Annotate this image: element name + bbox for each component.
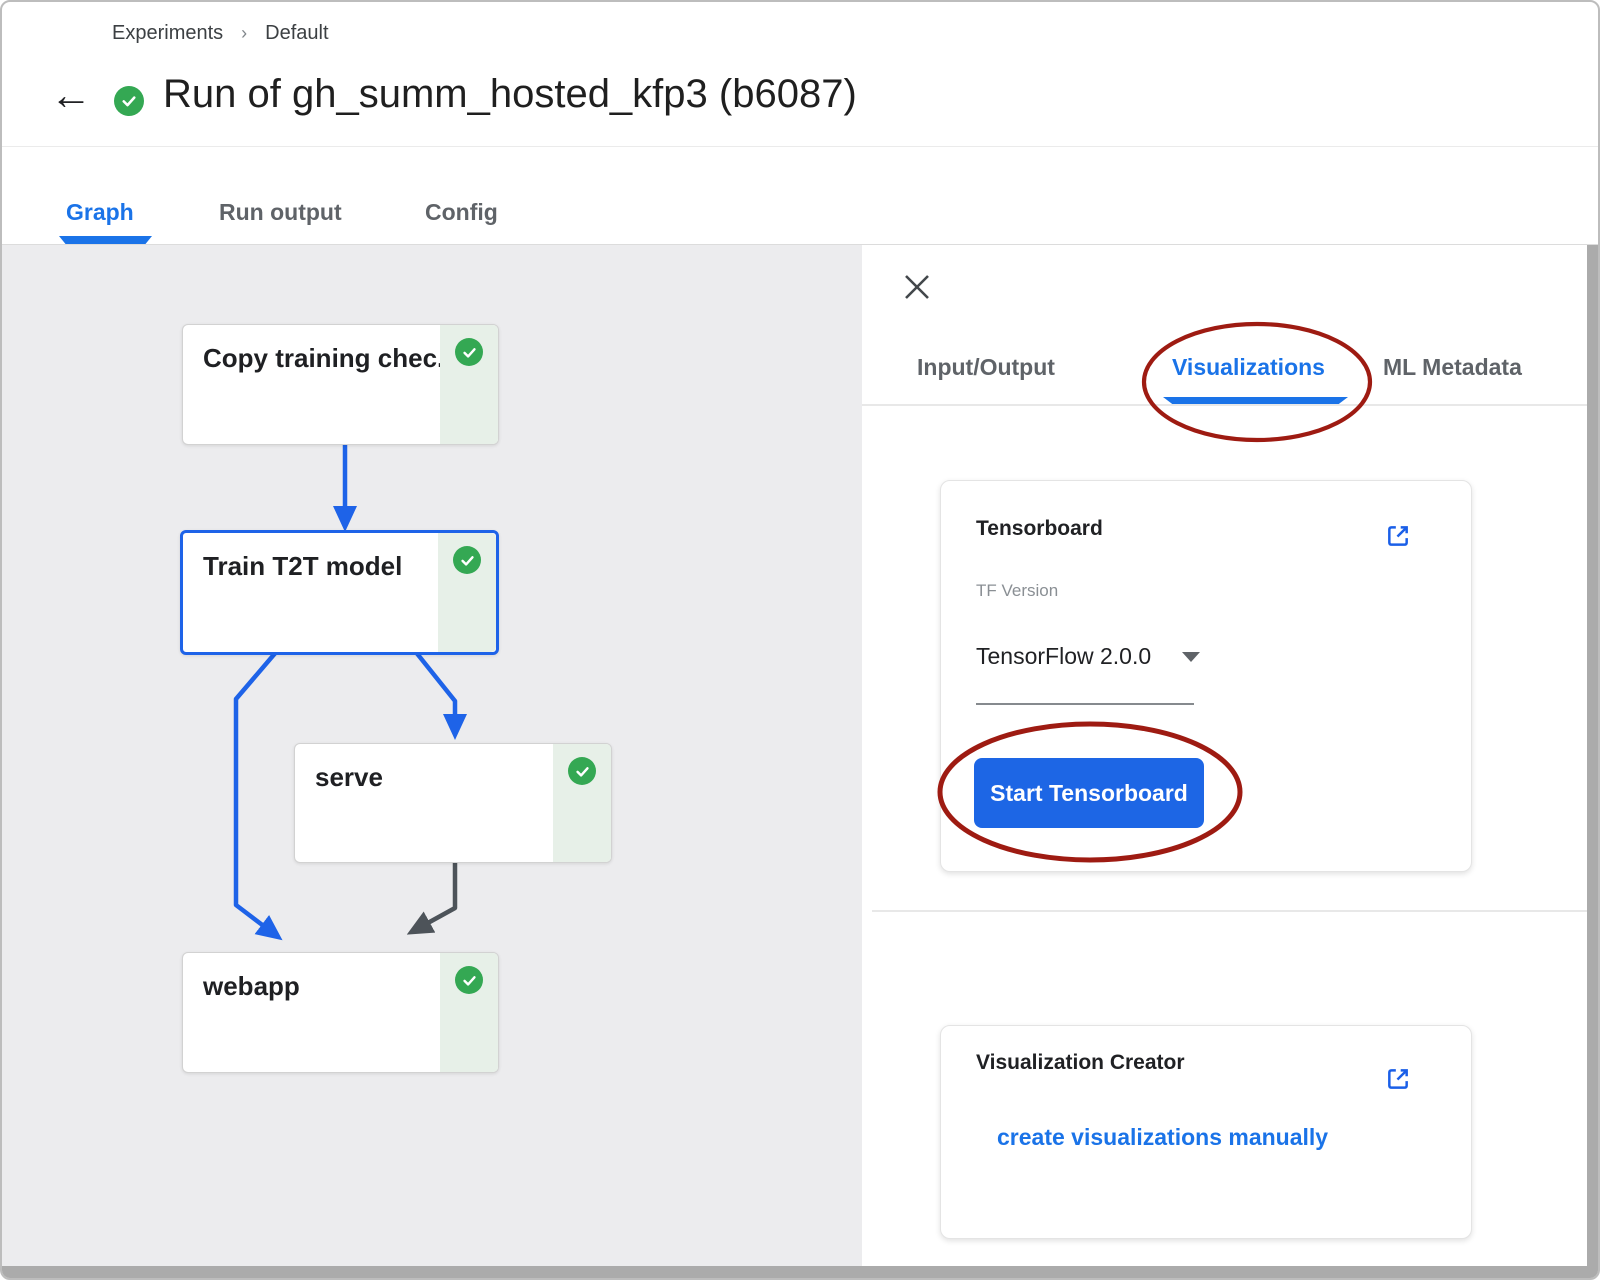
tf-version-value: TensorFlow 2.0.0: [976, 643, 1152, 669]
tabbar-divider: [2, 244, 1598, 245]
node-label: Train T2T model: [203, 551, 403, 581]
breadcrumb-chevron-icon: ›: [241, 23, 248, 43]
graph-node-serve[interactable]: serve: [294, 743, 612, 863]
breadcrumb-experiments[interactable]: Experiments: [112, 22, 224, 44]
open-in-new-icon[interactable]: [1385, 1066, 1411, 1092]
cards-divider: [872, 910, 1587, 912]
node-label: webapp: [203, 971, 300, 1001]
create-visualizations-link[interactable]: create visualizations manually: [997, 1124, 1329, 1150]
panel-tab-visualizations[interactable]: Visualizations: [1172, 354, 1325, 380]
select-underline: [976, 703, 1194, 705]
tab-run-output[interactable]: Run output: [219, 199, 342, 225]
breadcrumb: Experiments › Default: [112, 22, 329, 45]
back-arrow-icon[interactable]: ←: [50, 71, 92, 118]
start-tensorboard-button[interactable]: Start Tensorboard: [974, 758, 1204, 828]
tf-version-select[interactable]: TensorFlow 2.0.0: [976, 643, 1200, 670]
success-check-icon: [568, 757, 596, 785]
graph-node-webapp[interactable]: webapp: [182, 952, 499, 1073]
node-status-strip: [553, 744, 611, 862]
active-panel-tab-underline: [1163, 397, 1348, 404]
success-check-icon: [455, 338, 483, 366]
run-status-success-icon: [114, 86, 144, 116]
active-tab-underline: [59, 236, 152, 244]
node-label: serve: [315, 762, 383, 792]
tab-graph[interactable]: Graph: [66, 199, 134, 225]
open-in-new-icon[interactable]: [1385, 523, 1411, 549]
panel-tab-ml-metadata[interactable]: ML Metadata: [1383, 354, 1522, 380]
close-icon[interactable]: [902, 272, 932, 302]
tensorboard-card-title: Tensorboard: [976, 517, 1103, 540]
tensorboard-card: Tensorboard TF Version TensorFlow 2.0.0 …: [940, 480, 1472, 872]
success-check-icon: [455, 966, 483, 994]
visualization-creator-title: Visualization Creator: [976, 1051, 1185, 1074]
node-label: Copy training chec...: [203, 343, 459, 373]
node-status-strip: [440, 325, 498, 444]
success-check-icon: [453, 546, 481, 574]
node-status-strip: [440, 953, 498, 1072]
tf-version-label: TF Version: [976, 581, 1059, 600]
page-title: Run of gh_summ_hosted_kfp3 (b6087): [163, 72, 857, 116]
dropdown-caret-icon: [1182, 652, 1200, 662]
breadcrumb-default[interactable]: Default: [265, 22, 329, 44]
panel-tabs-divider: [862, 404, 1587, 406]
panel-tab-input-output[interactable]: Input/Output: [917, 354, 1055, 380]
graph-node-train-t2t-model[interactable]: Train T2T model: [180, 530, 499, 655]
check-icon: [122, 96, 136, 107]
vertical-scrollbar[interactable]: [1587, 245, 1598, 1266]
graph-node-copy-training-checkpoint[interactable]: Copy training chec...: [182, 324, 499, 445]
node-status-strip: [438, 533, 496, 652]
horizontal-scrollbar[interactable]: [2, 1266, 1598, 1278]
visualization-creator-card: Visualization Creator create visualizati…: [940, 1025, 1472, 1239]
tab-config[interactable]: Config: [425, 199, 498, 225]
header-divider: [2, 146, 1598, 147]
